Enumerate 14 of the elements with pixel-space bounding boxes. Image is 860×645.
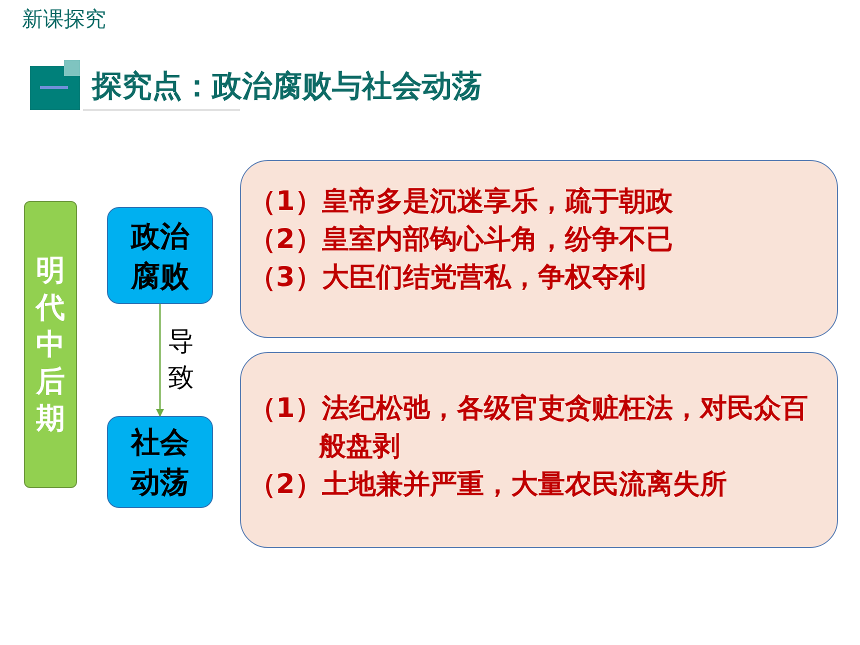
- list-item: （1）法纪松弛，各级官吏贪赃枉法，对民众百般盘剥: [249, 392, 809, 464]
- list-item: （3）大臣们结党营私，争权夺利: [249, 261, 647, 295]
- list-item: （1）皇帝多是沉迷享乐，疏于朝政: [249, 185, 674, 219]
- arrow: [156, 304, 164, 417]
- period-band: 明代中后期: [24, 201, 77, 488]
- section-label: 新课探究: [22, 6, 106, 33]
- edge-label: 导致: [167, 326, 195, 395]
- detail-box: [240, 352, 838, 548]
- detail-box: [240, 160, 838, 338]
- title: 探究点：政治腐败与社会动荡: [92, 68, 482, 106]
- list-item: （2）土地兼并严重，大量农民流离失所: [249, 468, 728, 502]
- list-item: （2）皇室内部钩心斗角，纷争不已: [249, 223, 674, 257]
- cause-box: 政治腐败: [107, 207, 213, 304]
- effect-box: 社会动荡: [107, 416, 213, 508]
